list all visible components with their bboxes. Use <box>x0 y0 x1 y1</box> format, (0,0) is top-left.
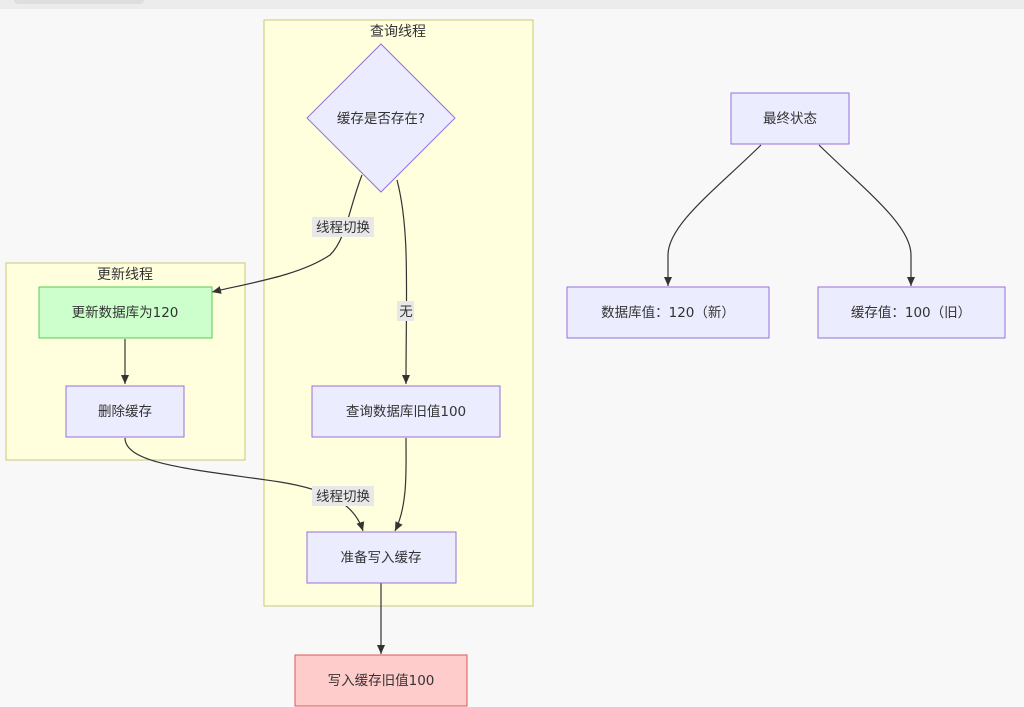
node-update-db[interactable]: 更新数据库为120 <box>38 286 213 339</box>
svg-text:线程切换: 线程切换 <box>316 489 370 505</box>
node-prepare-write-cache[interactable]: 准备写入缓存 <box>306 531 457 584</box>
edge-label-none: 无 <box>397 301 414 321</box>
node-final-state[interactable]: 最终状态 <box>730 92 850 145</box>
edge-label-switch2: 线程切换 <box>312 486 374 506</box>
edge-label-switch1: 线程切换 <box>312 217 374 237</box>
svg-text:缓存是否存在?: 缓存是否存在? <box>337 111 425 127</box>
edge-final-to-db <box>664 144 762 286</box>
node-db-value[interactable]: 数据库值：120（新） <box>566 286 770 339</box>
svg-text:线程切换: 线程切换 <box>316 220 370 236</box>
window-tab[interactable] <box>14 0 144 4</box>
svg-text:缓存值：100（旧）: 缓存值：100（旧） <box>851 305 971 321</box>
svg-text:删除缓存: 删除缓存 <box>98 404 152 420</box>
svg-text:查询数据库旧值100: 查询数据库旧值100 <box>346 404 466 420</box>
edge-delete-to-prepare <box>124 437 365 532</box>
top-bar <box>0 0 1024 9</box>
svg-text:准备写入缓存: 准备写入缓存 <box>341 549 422 566</box>
edge-cache-to-query-old <box>396 179 411 385</box>
cluster-query-thread-label: 查询线程 <box>370 24 426 40</box>
edge-final-to-cache <box>818 144 915 286</box>
svg-text:数据库值：120（新）: 数据库值：120（新） <box>601 305 735 321</box>
svg-text:更新数据库为120: 更新数据库为120 <box>72 305 179 321</box>
node-cache-exists[interactable]: 缓存是否存在? <box>306 43 456 193</box>
svg-text:最终状态: 最终状态 <box>763 111 817 127</box>
node-query-old-value[interactable]: 查询数据库旧值100 <box>311 385 501 438</box>
svg-text:无: 无 <box>399 304 413 320</box>
edge-query-old-to-prepare <box>394 437 407 532</box>
node-cache-value[interactable]: 缓存值：100（旧） <box>817 286 1006 339</box>
node-write-old-value[interactable]: 写入缓存旧值100 <box>294 654 468 707</box>
svg-text:写入缓存旧值100: 写入缓存旧值100 <box>328 673 435 689</box>
edge-cache-to-update-db <box>211 174 363 294</box>
cluster-update-thread-label: 更新线程 <box>97 267 153 283</box>
node-delete-cache[interactable]: 删除缓存 <box>65 385 185 438</box>
